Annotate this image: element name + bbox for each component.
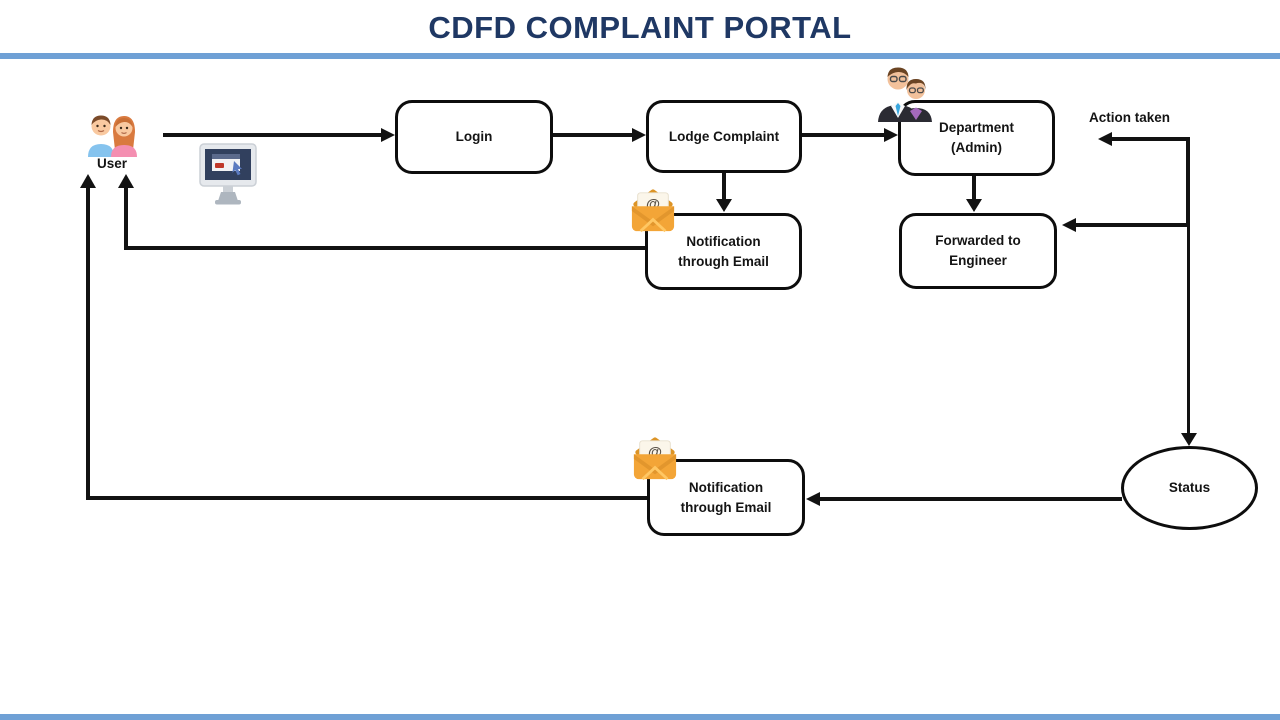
line-notification-bottom-to-user-vertical xyxy=(86,188,90,500)
node-status-label: Status xyxy=(1168,480,1211,496)
node-lodge-complaint-label: Lodge Complaint xyxy=(668,128,780,144)
email-envelope-icon-bottom: @ xyxy=(629,436,681,482)
action-taken-label: Action taken xyxy=(1089,110,1171,125)
node-notification-bottom-line2: through Email xyxy=(680,499,772,515)
line-right-to-forwarded xyxy=(1076,223,1190,227)
node-notification-email-top: Notification through Email xyxy=(645,213,802,290)
node-forwarded-line2: Engineer xyxy=(949,253,1007,268)
line-lodge-to-notification xyxy=(722,173,726,200)
arrowhead-notification-bottom-to-user xyxy=(80,174,96,188)
arrowhead-notification-top-to-user xyxy=(118,174,134,188)
arrowhead-user-to-login xyxy=(381,128,395,142)
node-lodge-complaint: Lodge Complaint xyxy=(646,100,802,173)
line-notification-bottom-to-user-horizontal xyxy=(86,496,648,500)
node-department-line1: Department xyxy=(938,120,1014,136)
node-login: Login xyxy=(395,100,553,174)
line-user-to-login xyxy=(163,133,381,137)
user-pair-icon xyxy=(80,110,144,158)
node-status: Status xyxy=(1121,446,1258,530)
node-login-label: Login xyxy=(455,129,493,145)
arrowhead-right-to-forwarded xyxy=(1062,218,1076,232)
page-title: CDFD COMPLAINT PORTAL xyxy=(428,10,852,45)
arrowhead-status-to-notification xyxy=(806,492,820,506)
line-right-column-upper xyxy=(1186,137,1190,227)
line-status-to-notification xyxy=(820,497,1122,501)
node-notification-top-line2: through Email xyxy=(678,253,769,269)
arrowhead-department-to-forwarded xyxy=(966,199,982,212)
node-forwarded-line1: Forwarded to xyxy=(935,233,1021,249)
line-notification-top-to-user-horizontal xyxy=(124,246,646,250)
top-accent-bar xyxy=(0,53,1280,59)
email-envelope-icon-top: @ xyxy=(627,188,679,234)
node-department-line2: (Admin) xyxy=(951,140,1002,155)
line-department-to-forwarded xyxy=(972,176,976,200)
bottom-accent-bar xyxy=(0,714,1280,720)
line-notification-top-to-user-vertical xyxy=(124,188,128,250)
arrowhead-lodge-to-department xyxy=(884,128,898,142)
arrowhead-action-taken xyxy=(1098,132,1112,146)
node-notification-top-line1: Notification xyxy=(686,233,761,249)
line-lodge-to-department xyxy=(802,133,884,137)
line-login-to-lodge xyxy=(553,133,632,137)
arrowhead-login-to-lodge xyxy=(632,128,646,142)
monitor-icon xyxy=(197,142,259,208)
line-action-taken xyxy=(1112,137,1190,141)
node-notification-bottom-line1: Notification xyxy=(688,479,764,495)
node-forwarded-engineer: Forwarded to Engineer xyxy=(899,213,1057,289)
user-label: User xyxy=(96,156,128,171)
node-department-admin: Department (Admin) xyxy=(898,100,1055,176)
line-right-column-to-status xyxy=(1187,225,1190,434)
arrowhead-lodge-to-notification xyxy=(716,199,732,212)
arrowhead-into-status xyxy=(1181,433,1197,446)
admin-people-icon xyxy=(874,64,940,124)
